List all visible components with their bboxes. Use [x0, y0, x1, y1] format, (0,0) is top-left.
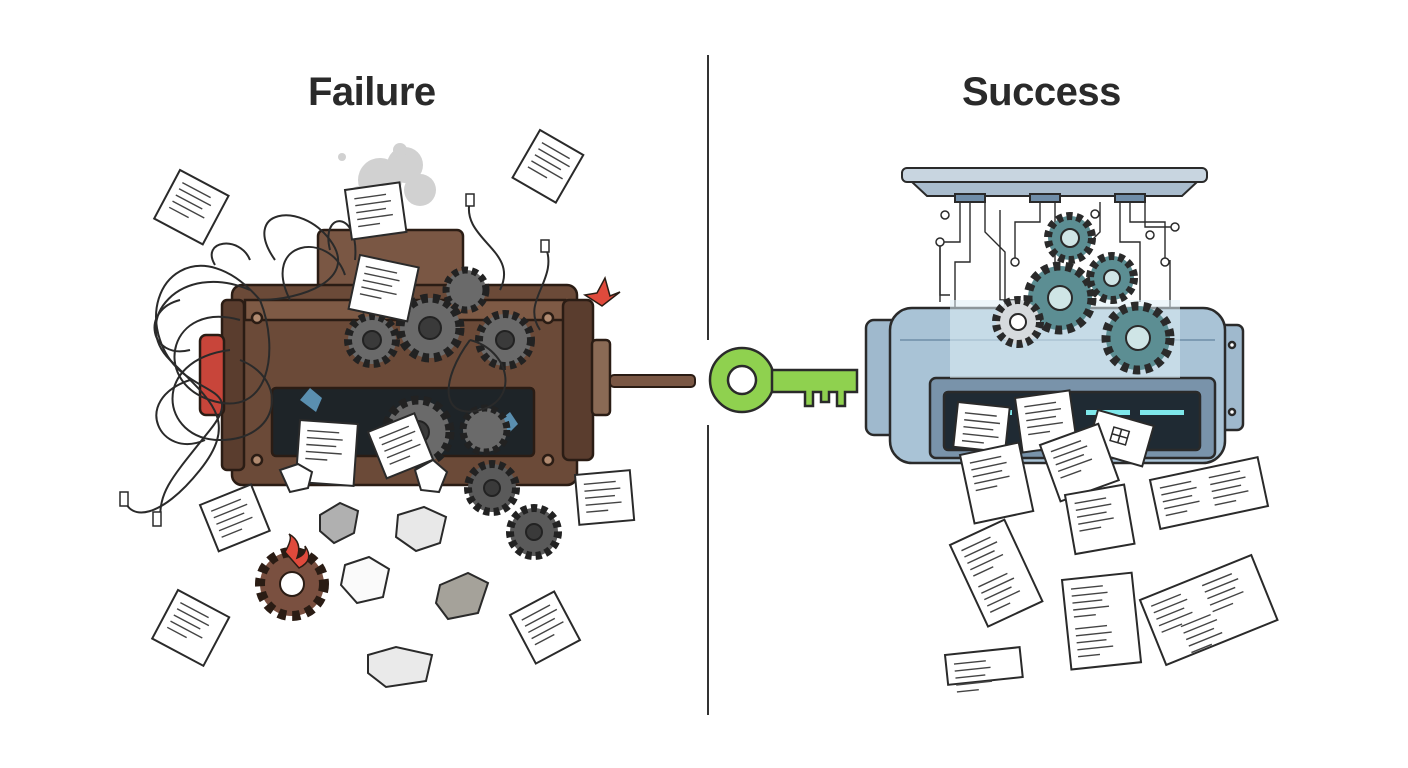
key-icon	[708, 346, 859, 414]
paper-sheet-icon	[943, 389, 1279, 693]
success-scene	[864, 167, 1279, 693]
broken-gear-icon	[255, 533, 329, 621]
top-plate	[901, 167, 1208, 203]
gear-icon	[992, 212, 1175, 375]
failure-heading: Failure	[308, 70, 436, 114]
failure-scene	[119, 128, 696, 689]
alert-spark-icon	[582, 275, 621, 307]
drive-shaft	[609, 374, 696, 388]
tangled-wires-icon	[124, 199, 550, 521]
success-heading: Success	[962, 70, 1121, 114]
crumpled-paper-icon	[278, 458, 490, 689]
gear-icon	[344, 266, 562, 560]
paper-sheet-icon	[150, 128, 636, 668]
